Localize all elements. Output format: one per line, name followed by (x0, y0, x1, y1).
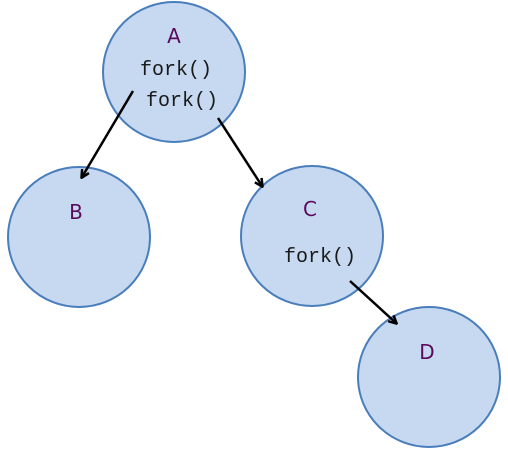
node-d-circle (357, 306, 501, 448)
node-c-label: C (303, 197, 317, 221)
node-a: A fork() fork() (102, 1, 246, 143)
node-c-fork-call-1: fork() (284, 246, 356, 269)
edge-a-to-c (216, 117, 262, 186)
node-a-fork-call-1: fork() (140, 59, 212, 82)
edge-c-to-d (349, 280, 396, 323)
node-d: D (357, 306, 501, 448)
node-a-circle (102, 1, 246, 143)
node-c-circle (240, 165, 384, 307)
node-d-label: D (419, 340, 434, 364)
node-b-label: B (69, 200, 83, 224)
node-b: B (7, 166, 151, 308)
edge-a-to-b (82, 90, 135, 177)
node-b-circle (7, 166, 151, 308)
node-c: C fork() (240, 165, 384, 307)
node-a-fork-call-2: fork() (146, 90, 218, 113)
node-a-label: A (167, 24, 181, 48)
